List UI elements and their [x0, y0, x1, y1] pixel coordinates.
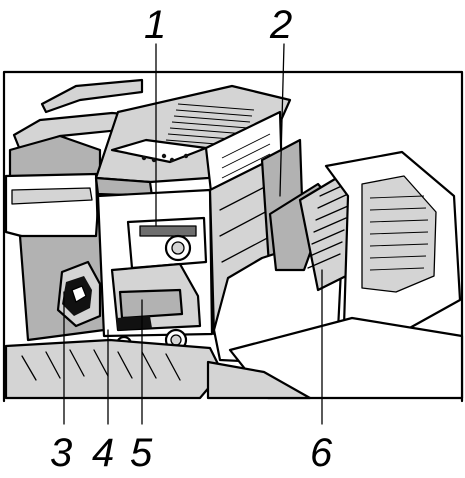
callout-1: 1 [144, 3, 166, 47]
internal-unit-lower [110, 262, 202, 353]
bottom-base [4, 338, 224, 400]
left-knob [56, 260, 102, 328]
leader-lines [63, 43, 323, 425]
internal-unit-upper [126, 216, 208, 270]
callout-3: 3 [50, 431, 72, 475]
leader-2 [279, 43, 285, 197]
frame-border [2, 70, 464, 403]
open-side-door [206, 150, 464, 400]
callout-6: 6 [310, 431, 333, 475]
callout-2: 2 [269, 3, 292, 47]
callout-5: 5 [130, 431, 153, 475]
callout-4: 4 [92, 431, 114, 475]
